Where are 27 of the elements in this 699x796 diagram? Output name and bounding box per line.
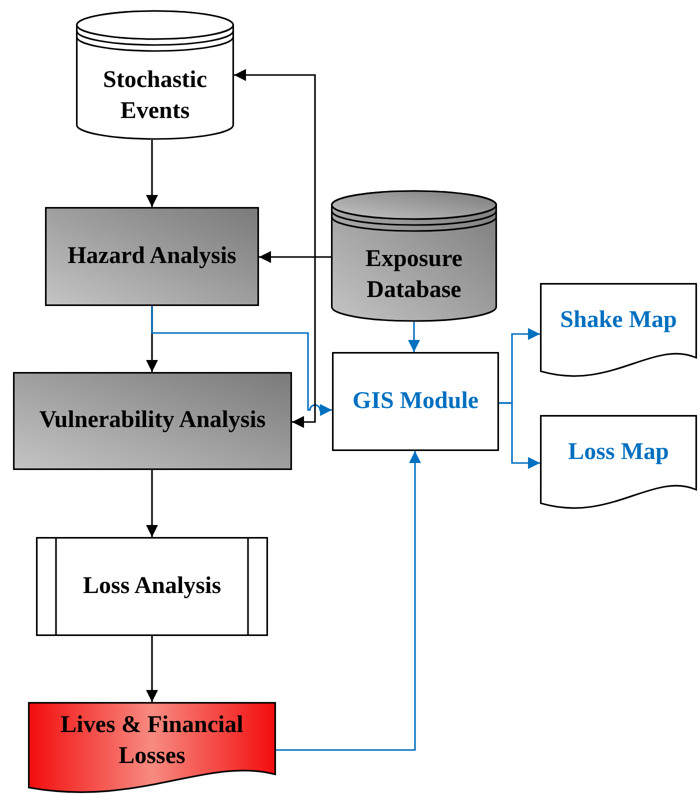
connector-arrow: [276, 451, 421, 751]
connector-arrow: [259, 251, 331, 263]
node-label: Shake Map: [560, 306, 677, 335]
connector-arrow: [146, 140, 158, 207]
connector-arrow: [408, 322, 420, 352]
node-label: Vulnerability Analysis: [39, 406, 266, 436]
process-box: [13, 372, 292, 470]
node-label: Hazard Analysis: [68, 242, 236, 271]
connector-arrow: [151, 306, 332, 416]
node-label: Loss Map: [568, 438, 669, 467]
process-box: [45, 207, 259, 306]
node-label: Loss Analysis: [82, 572, 222, 601]
document-shape: [540, 415, 697, 512]
connector-arrow: [146, 636, 158, 702]
node-label: Stochastic Events: [102, 66, 208, 126]
node-label: GIS Module: [352, 386, 479, 416]
connector-arrow: [234, 69, 316, 428]
database-cylinder: [331, 190, 497, 322]
database-cylinder: [76, 10, 234, 140]
document-shape: [540, 283, 697, 380]
connector-arrow: [499, 402, 540, 469]
document-shape: [28, 702, 276, 796]
node-label: Exposure Database: [364, 244, 464, 305]
node-label: Lives & Financial Losses: [60, 710, 244, 771]
connector-arrow: [146, 470, 158, 537]
process-box: [332, 352, 499, 451]
predefined-process-box: [36, 537, 268, 636]
